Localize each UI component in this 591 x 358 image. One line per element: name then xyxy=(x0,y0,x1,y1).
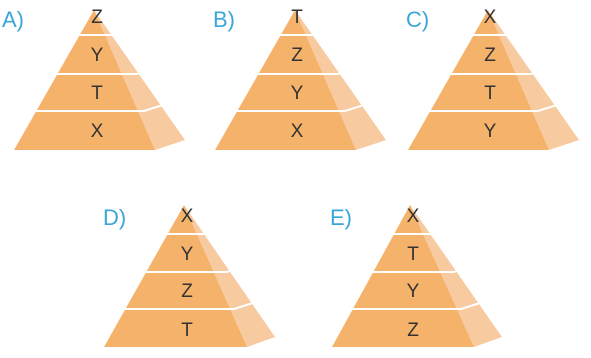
pyramid-c-side-face xyxy=(488,10,579,150)
pyramid-b-layer-3: Y xyxy=(291,83,304,104)
pyramid-d-front-face xyxy=(104,205,247,347)
pyramid-b-layer-1: T xyxy=(291,7,303,28)
pyramid-d-separators xyxy=(124,229,257,310)
pyramid-b-separators xyxy=(235,30,368,112)
pyramid-b-layer-4: X xyxy=(291,121,304,142)
pyramid-b-side-face xyxy=(295,10,386,150)
pyramid-d-layer-3: Z xyxy=(181,281,193,302)
option-label-b: B) xyxy=(213,7,235,32)
pyramid-b-layer-2: Z xyxy=(291,45,303,66)
option-label-e: E) xyxy=(330,205,352,230)
pyramid-a-layer-3: T xyxy=(91,83,103,104)
option-label-c: C) xyxy=(406,7,429,32)
pyramid-a-front-face xyxy=(14,10,155,150)
pyramid-option-c[interactable]: C) X Z T Y xyxy=(406,7,579,150)
pyramid-b-front-face xyxy=(215,10,356,150)
pyramid-e-layer-2: T xyxy=(407,244,419,265)
pyramid-a-layer-2: Y xyxy=(91,45,104,66)
pyramid-a-side-face xyxy=(94,10,185,150)
option-label-d: D) xyxy=(103,205,126,230)
pyramid-d-side-face xyxy=(184,205,275,347)
pyramid-c-layer-3: T xyxy=(484,83,496,104)
pyramid-e-front-face xyxy=(332,205,474,347)
pyramid-option-e[interactable]: E) X T Y Z xyxy=(330,205,502,347)
pyramid-c-separators xyxy=(428,30,561,112)
pyramid-option-a[interactable]: A) Z Y T X xyxy=(2,7,185,150)
pyramid-option-d[interactable]: D) X Y Z T xyxy=(103,205,275,347)
pyramid-e-separators xyxy=(351,229,484,310)
pyramid-e-side-face xyxy=(410,205,502,347)
pyramid-e-layer-4: Z xyxy=(407,320,419,341)
pyramid-a-layer-1: Z xyxy=(91,7,103,28)
pyramid-d-layer-2: Y xyxy=(181,244,194,265)
pyramid-a-layer-4: X xyxy=(91,121,104,142)
pyramid-option-b[interactable]: B) T Z Y X xyxy=(213,7,386,150)
option-label-a: A) xyxy=(2,7,24,32)
pyramid-c-layer-1: X xyxy=(484,7,497,28)
pyramid-e-layer-3: Y xyxy=(407,281,420,302)
pyramid-d-layer-4: T xyxy=(181,320,193,341)
pyramid-c-layer-2: Z xyxy=(484,45,496,66)
pyramid-e-layer-1: X xyxy=(407,206,420,227)
pyramid-a-separators xyxy=(34,30,167,112)
pyramid-c-front-face xyxy=(408,10,549,150)
pyramid-d-layer-1: X xyxy=(181,206,194,227)
pyramid-c-layer-4: Y xyxy=(484,121,497,142)
